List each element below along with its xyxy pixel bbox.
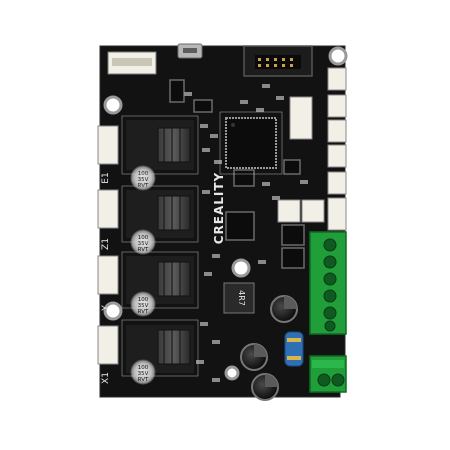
cap-voltage-2: 35V xyxy=(138,241,149,247)
inductor-marking: 4R7 xyxy=(237,290,246,306)
microcontroller xyxy=(225,117,277,169)
cap-value-4: 100 xyxy=(138,365,149,371)
top-ribbon-connector xyxy=(107,51,157,75)
motor-label-x1: X1 xyxy=(101,372,111,384)
silkscreen-outlines xyxy=(121,111,283,377)
cap-series-3: RVT xyxy=(138,309,149,315)
mounting-holes xyxy=(103,46,348,381)
blue-capacitor xyxy=(284,331,304,367)
cap-voltage-4: 35V xyxy=(138,371,149,377)
cap-series-2: RVT xyxy=(138,247,149,253)
motor-label-z1: Z1 xyxy=(101,238,111,250)
bulk-capacitors xyxy=(240,295,298,401)
exp-header xyxy=(243,45,313,77)
brand-logo: CREALITY xyxy=(212,172,226,245)
power-terminal-block xyxy=(309,231,347,393)
stepper-drivers xyxy=(126,120,194,373)
inductor: 4R7 xyxy=(223,282,255,314)
smd-components xyxy=(184,84,308,382)
cap-value-2: 100 xyxy=(138,235,149,241)
cap-voltage-1: 35V xyxy=(138,177,149,183)
cap-value-3: 100 xyxy=(138,297,149,303)
motor-label-e1: E1 xyxy=(101,172,111,183)
cap-series-4: RVT xyxy=(138,377,149,383)
cap-voltage-3: 35V xyxy=(138,303,149,309)
usb-connector xyxy=(177,43,203,59)
right-jst-connectors xyxy=(277,67,347,231)
motor-connectors xyxy=(97,125,119,365)
motor-label-y: Y xyxy=(101,305,111,312)
motor-labels: E1 Z1 Y X1 xyxy=(101,172,111,384)
driver-capacitors xyxy=(130,165,156,385)
